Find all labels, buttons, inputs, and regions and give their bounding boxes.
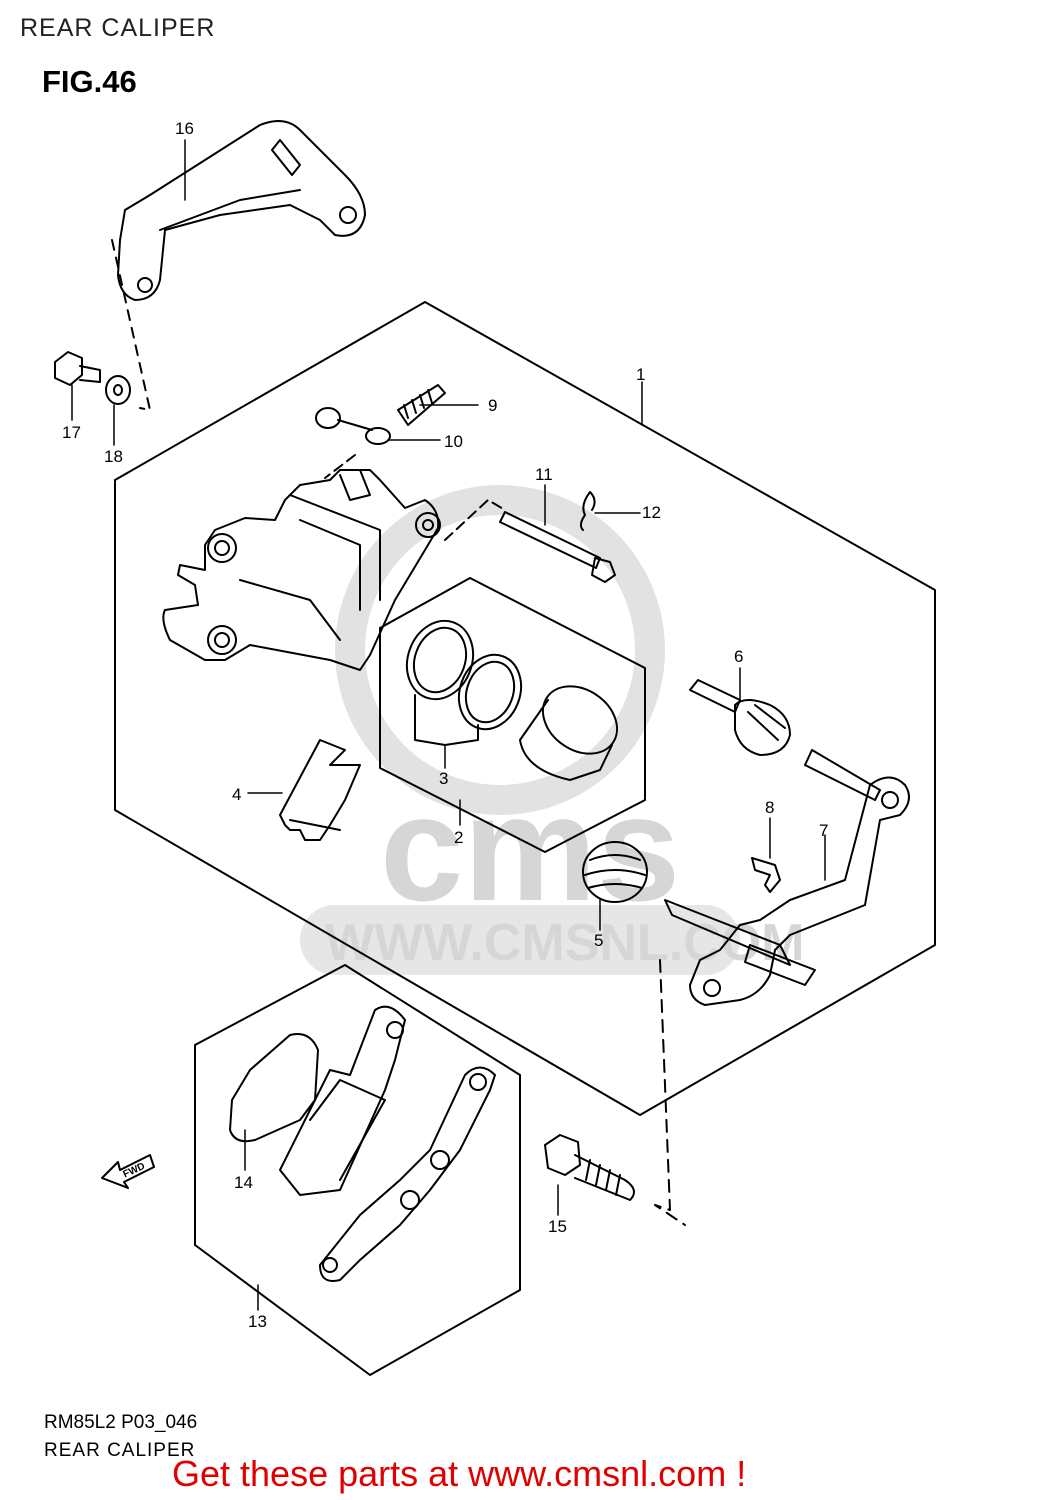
caliper-bracket-7: [664, 749, 910, 1006]
bleeder-valve-9: [397, 384, 446, 426]
figure-label: FIG.46: [42, 64, 137, 99]
callout-10: 10: [444, 432, 463, 451]
pad-spring-4: [279, 739, 361, 841]
callout-14: 14: [234, 1173, 253, 1192]
clip-12: [579, 491, 596, 531]
diagram-code: RM85L2 P03_046: [44, 1412, 198, 1433]
callout-15: 15: [548, 1217, 567, 1236]
washer-18: [105, 375, 131, 405]
callout-2: 2: [454, 828, 463, 847]
callout-3: 3: [439, 769, 448, 788]
callout-6: 6: [734, 647, 743, 666]
bolt-17: [54, 351, 101, 386]
brake-pads-14: [229, 1005, 496, 1282]
bleeder-cap-10: [315, 407, 391, 445]
callout-9: 9: [488, 396, 497, 415]
callout-7: 7: [819, 821, 828, 840]
page-header-title: REAR CALIPER: [20, 14, 216, 42]
watermark-url: WWW.CMSNL.COM: [325, 914, 804, 972]
callout-13: 13: [248, 1312, 267, 1331]
leader-lines: [71, 139, 826, 1311]
callout-11: 11: [535, 465, 553, 484]
watermark-logo-text: cms: [380, 764, 680, 932]
callout-4: 4: [232, 785, 241, 804]
piston-kit-outline: [379, 577, 646, 853]
callout-1: 1: [636, 365, 645, 384]
watermark-logo: cms WWW.CMSNL.COM: [300, 485, 804, 975]
clip-8: [751, 857, 781, 893]
boot-5: [582, 841, 648, 903]
callout-5: 5: [594, 931, 603, 950]
footer-title: REAR CALIPER: [44, 1440, 196, 1461]
promo-link[interactable]: Get these parts at www.cmsnl.com !: [172, 1453, 747, 1494]
seals-3: [405, 619, 523, 746]
callout-16: 16: [175, 119, 194, 138]
pad-set-outline: [194, 964, 521, 1376]
fwd-arrow-icon: [101, 1154, 155, 1189]
caliper-body: [162, 469, 441, 671]
callout-8: 8: [765, 798, 774, 817]
piston: [519, 685, 619, 781]
callout-17: 17: [62, 423, 81, 442]
callout-18: 18: [104, 447, 123, 466]
bolt-15: [544, 1134, 635, 1201]
callout-12: 12: [642, 503, 661, 522]
pin-11: [499, 511, 616, 583]
caliper-bracket: [117, 120, 366, 301]
caliper-assembly-outline: [114, 301, 936, 1116]
